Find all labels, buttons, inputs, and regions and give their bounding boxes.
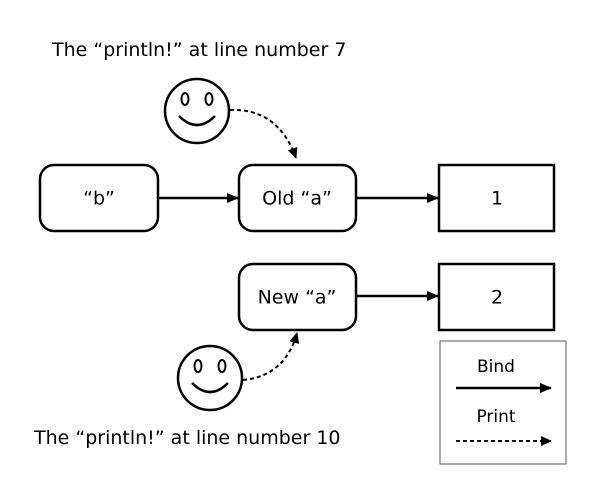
smiley-face-icon [176, 344, 244, 412]
caption-top: The “println!” at line number 7 [51, 39, 346, 61]
caption-bottom: The “println!” at line number 10 [33, 427, 341, 449]
node-b-label: “b” [83, 188, 115, 210]
smiley-face-icon [163, 77, 231, 145]
node-new-a: New “a” [237, 262, 358, 332]
legend: Bind Print [439, 340, 567, 465]
node-value-2: 2 [437, 262, 556, 332]
node-value-2-label: 2 [491, 287, 503, 309]
node-old-a-label: Old “a” [262, 188, 332, 210]
node-new-a-label: New “a” [258, 287, 337, 309]
legend-bind-label: Bind [477, 357, 515, 377]
print-arrow-bottom [242, 332, 300, 381]
print-arrow-top [229, 108, 298, 159]
node-value-1-label: 1 [491, 188, 503, 210]
node-b: “b” [38, 163, 160, 233]
node-value-1: 1 [437, 163, 556, 233]
node-old-a: Old “a” [237, 163, 358, 233]
legend-print-label: Print [476, 407, 515, 427]
